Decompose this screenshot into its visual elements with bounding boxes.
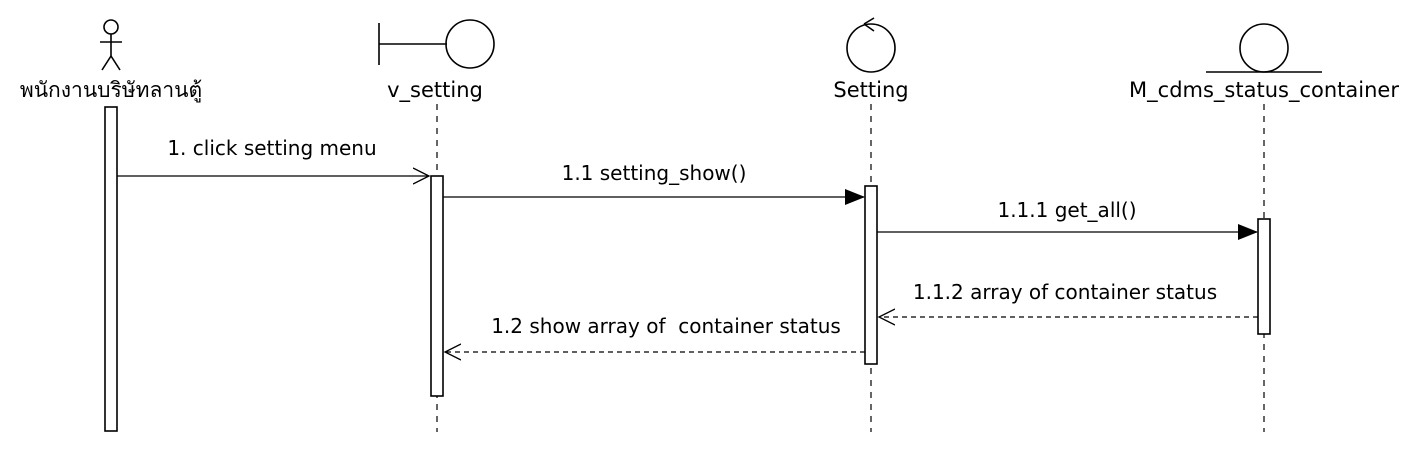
message-1-1-1: 1.1.1 get_all() — [877, 198, 1258, 240]
message-1-2: 1.2 show array of container status — [445, 314, 865, 352]
message-label: 1.2 show array of container status — [491, 314, 841, 338]
activation-bar — [104, 106, 118, 432]
participant-boundary: v_setting — [378, 19, 495, 432]
participant-name: พนักงานบริษัทลานตู้ — [20, 78, 202, 103]
actor-icon — [100, 19, 122, 71]
participant-name: v_setting — [387, 78, 483, 103]
entity-icon — [1206, 23, 1322, 73]
activation-bar — [430, 175, 444, 397]
message-1: 1. click setting menu — [117, 136, 429, 176]
control-icon — [846, 17, 896, 73]
participant-actor: พนักงานบริษัทลานตู้ — [20, 19, 202, 432]
participant-name: Setting — [833, 78, 908, 102]
participant-entity: M_cdms_status_container — [1129, 23, 1399, 432]
participant-name: M_cdms_status_container — [1129, 78, 1399, 103]
message-label: 1. click setting menu — [167, 136, 376, 160]
participant-control: Setting — [833, 17, 909, 432]
message-label: 1.1.1 get_all() — [997, 198, 1136, 222]
message-label: 1.1.2 array of container status — [913, 280, 1217, 304]
message-label: 1.1 setting_show() — [562, 161, 747, 185]
message-1-1: 1.1 setting_show() — [443, 161, 865, 205]
activation-bar — [1257, 218, 1271, 335]
boundary-icon — [378, 19, 495, 69]
activation-bar — [864, 185, 878, 365]
message-1-1-2: 1.1.2 array of container status — [879, 280, 1258, 317]
